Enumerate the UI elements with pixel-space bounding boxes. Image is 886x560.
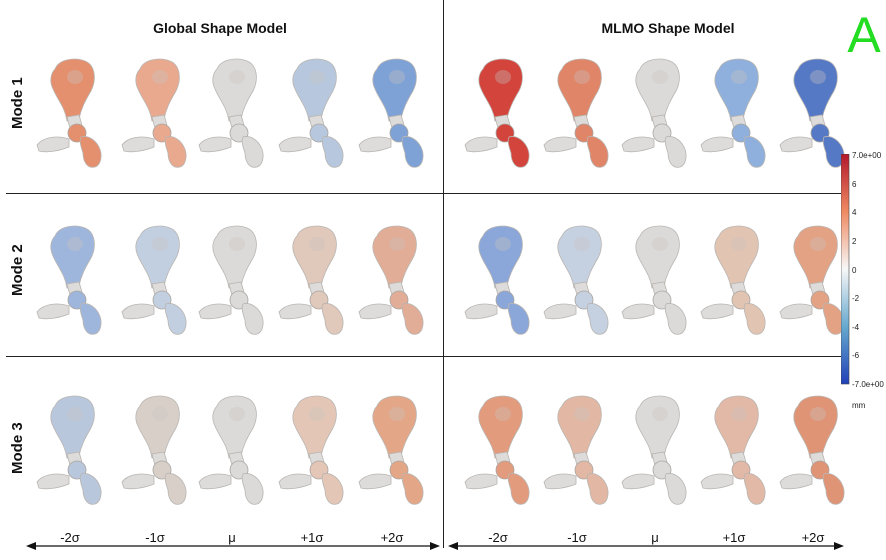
- mlmo-sigma-label: +1σ: [722, 530, 746, 545]
- global-sigma-label: -2σ: [60, 530, 80, 545]
- mlmo-mode-1-shape: [700, 58, 766, 168]
- colorbar-tick-label: -2: [852, 294, 860, 304]
- row-label-mode-2: Mode 2: [9, 244, 26, 296]
- mlmo-mode-1-shape: [543, 58, 609, 168]
- mlmo-sigma-label: μ: [651, 530, 659, 545]
- colorbar-tick-label: -4: [852, 322, 860, 332]
- mlmo-mode-1-shape: [621, 58, 687, 168]
- row-divider-2: [6, 356, 848, 357]
- mlmo-mode-3-shape: [464, 395, 530, 505]
- colorbar-tick-label: 6: [852, 179, 857, 189]
- sigma-axis-arrows: [26, 542, 844, 550]
- colorbar-tick-label: -7.0e+00: [852, 380, 884, 389]
- global-mode-3-shape: [121, 395, 187, 505]
- colorbar: [841, 154, 850, 385]
- mlmo-mode-3-shape: [779, 395, 845, 505]
- global-sigma-label: +2σ: [380, 530, 404, 545]
- mlmo-sigma-label: -1σ: [567, 530, 587, 545]
- center-divider: [443, 0, 444, 548]
- global-mode-2-shape: [278, 225, 344, 335]
- global-sigma-label: -1σ: [145, 530, 165, 545]
- mlmo-mode-1-shape: [779, 58, 845, 168]
- global-sigma-label: +1σ: [300, 530, 324, 545]
- mlmo-sigma-label: +2σ: [801, 530, 825, 545]
- global-mode-3-shape: [278, 395, 344, 505]
- global-sigma-arrow: [26, 542, 440, 550]
- global-mode-2-shape: [121, 225, 187, 335]
- global-model-title: Global Shape Model: [153, 20, 287, 36]
- mlmo-mode-3-shape: [543, 395, 609, 505]
- colorbar-tick-label: 2: [852, 236, 857, 246]
- mlmo-model-title: MLMO Shape Model: [601, 20, 735, 36]
- global-mode-1-shape: [358, 58, 424, 168]
- global-mode-3-shape: [198, 395, 264, 505]
- colorbar-unit: mm: [852, 401, 866, 410]
- mlmo-mode-1-shape: [464, 58, 530, 168]
- mlmo-mode-2-shape: [543, 225, 609, 335]
- global-mode-1-shape: [121, 58, 187, 168]
- mlmo-mode-2-shape: [464, 225, 530, 335]
- mlmo-mode-3-shape: [621, 395, 687, 505]
- row-label-mode-3: Mode 3: [9, 422, 26, 474]
- global-mode-1-shape: [278, 58, 344, 168]
- colorbar-tick-label: -6: [852, 351, 860, 361]
- mlmo-sigma-label: -2σ: [488, 530, 508, 545]
- global-sigma-label: μ: [228, 530, 236, 545]
- colorbar-tick-label: 4: [852, 208, 857, 218]
- mlmo-mode-3-shape: [700, 395, 766, 505]
- global-mode-3-shape: [358, 395, 424, 505]
- mlmo-sigma-arrow: [448, 542, 844, 550]
- global-mode-2-shape: [36, 225, 102, 335]
- global-mode-2-shape: [358, 225, 424, 335]
- global-mode-2-shape: [198, 225, 264, 335]
- mlmo-mode-2-shape: [779, 225, 845, 335]
- mlmo-mode-2-shape: [700, 225, 766, 335]
- global-mode-1-shape: [36, 58, 102, 168]
- colorbar-tick-label: 0: [852, 265, 857, 275]
- global-mode-3-shape: [36, 395, 102, 505]
- panel-letter: A: [847, 7, 881, 63]
- row-divider-1: [6, 193, 848, 194]
- mlmo-mode-2-shape: [621, 225, 687, 335]
- row-label-mode-1: Mode 1: [9, 77, 26, 129]
- colorbar-tick-label: 7.0e+00: [852, 151, 882, 160]
- global-mode-1-shape: [198, 58, 264, 168]
